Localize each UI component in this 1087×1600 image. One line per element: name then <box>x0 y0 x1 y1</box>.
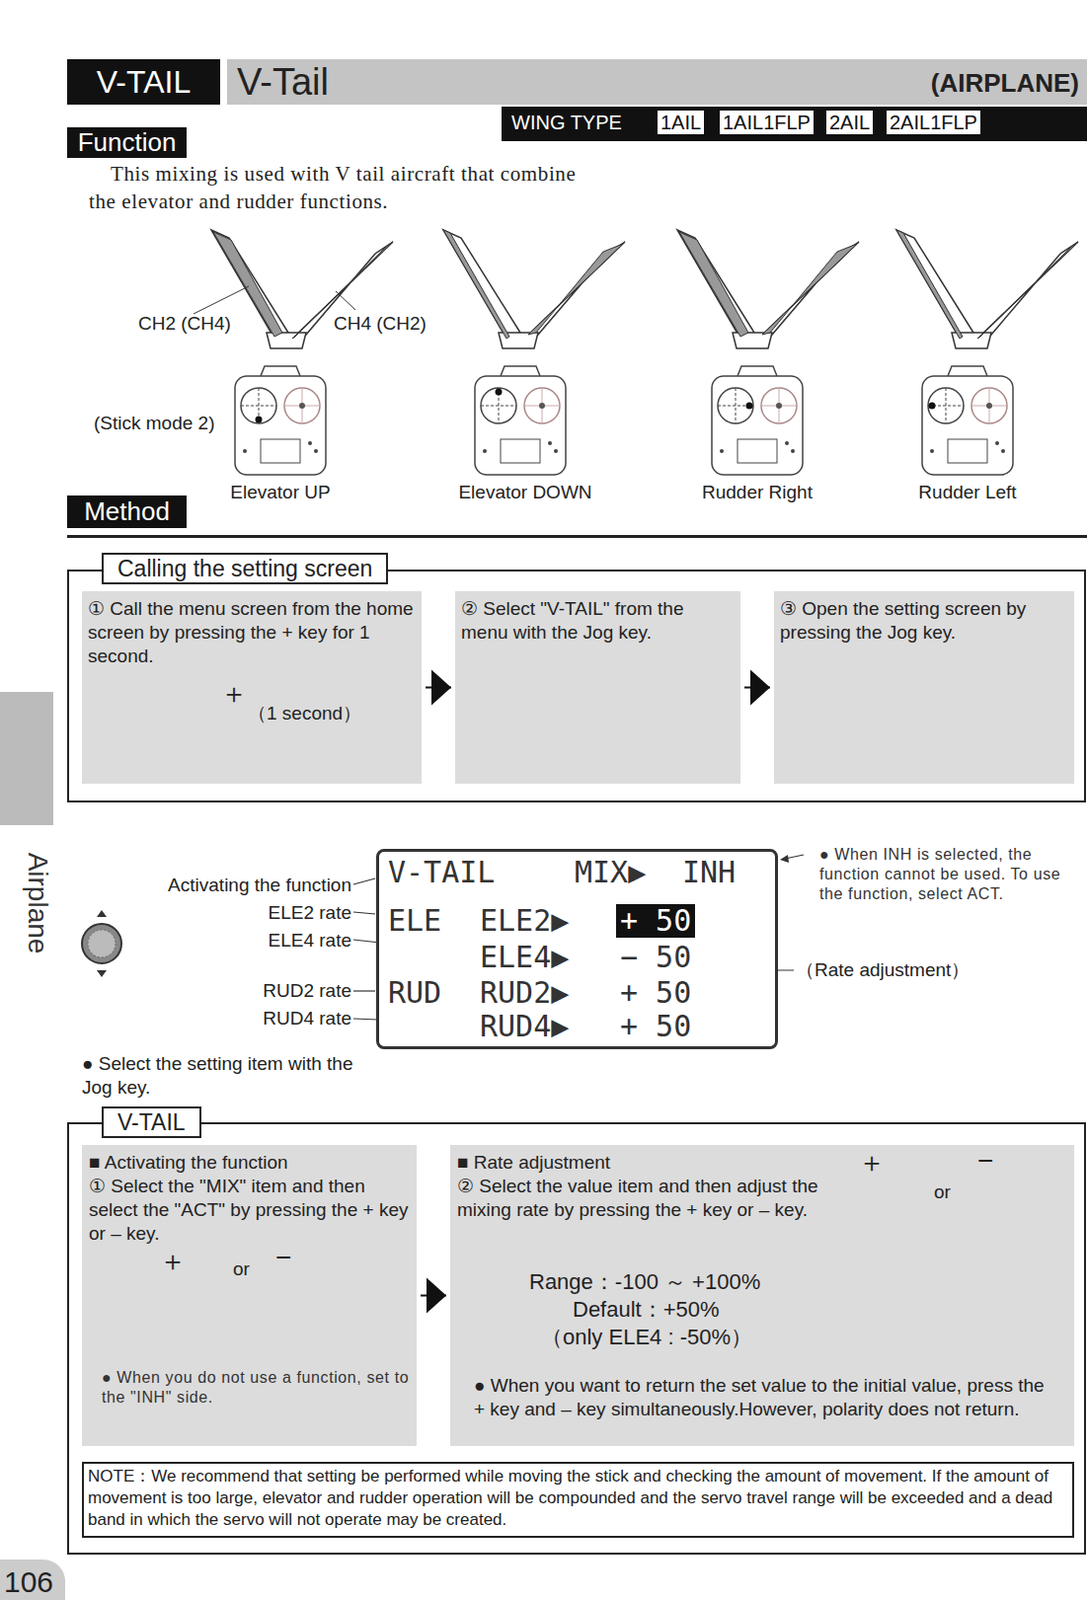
label: Elevator DOWN <box>441 480 610 505</box>
node-text: Default：+50% <box>572 1296 720 1324</box>
node-text: − 50 <box>620 940 692 975</box>
label: Airplane <box>20 853 56 955</box>
label: V-TAIL <box>67 59 221 105</box>
node-text: ● When you do not use a function, set to… <box>101 1368 410 1408</box>
node-text: ELE2▶ <box>479 904 569 938</box>
label: Rudder Right <box>678 480 837 505</box>
node-text: − <box>275 1243 292 1272</box>
node-text: ② Select "V-TAIL" from the menu with the… <box>461 597 734 645</box>
node-text: ① Select the "MIX" item and then select … <box>88 1174 411 1245</box>
label: CH2 (CH4) <box>138 311 232 336</box>
node-text: （only ELE4 : -50%） <box>541 1323 753 1352</box>
label: Rudder Left <box>888 480 1047 505</box>
page-title: V-Tail <box>236 59 329 105</box>
node-text: ELE <box>388 904 442 938</box>
node-text: ＋ <box>158 1247 187 1276</box>
label: 2AIL1FLP <box>885 109 982 136</box>
node-text: （1 second） <box>247 701 362 726</box>
label: (Stick mode 2) <box>93 411 215 436</box>
node-text: or <box>232 1257 250 1282</box>
node-text: + 50 <box>620 1009 692 1044</box>
node-text: ■ Activating the function <box>88 1151 411 1175</box>
label: WING TYPE <box>511 110 622 136</box>
step-panel: ② Select "V-TAIL" from the menu with the… <box>455 591 741 784</box>
step-panel: ① Call the menu screen from the home scr… <box>81 591 422 784</box>
node-text: RUD <box>388 976 442 1010</box>
label: ● Select the setting item with the Jog k… <box>81 1052 359 1100</box>
label: ELE4 rate <box>268 929 353 953</box>
node-text: RUD4▶ <box>479 1009 569 1044</box>
setting-panel: ■ Activating the function① Select the "M… <box>81 1145 417 1447</box>
node-text: INH <box>682 855 736 890</box>
node-text: RUD2▶ <box>479 976 569 1010</box>
label: Elevator UP <box>201 480 360 505</box>
node-text: or <box>933 1180 951 1205</box>
setting-panel: ■ Rate adjustment② Select the value item… <box>450 1145 1075 1447</box>
node-text: ＋ <box>857 1149 886 1177</box>
section-frame: V-TAIL■ Activating the function① Select … <box>67 1122 1087 1555</box>
step-arrow <box>744 670 771 706</box>
label: ● When INH is selected, the function can… <box>819 845 1083 905</box>
label: 106 <box>3 1563 54 1600</box>
node-text: Calling the setting screen <box>101 552 389 585</box>
node-text: V-TAIL <box>388 855 495 890</box>
step-arrow <box>425 670 452 706</box>
note-box: NOTE：We recommend that setting be perfor… <box>81 1462 1075 1539</box>
node-text: ● When you want to return the set value … <box>473 1374 1057 1422</box>
label: RUD2 rate <box>262 979 352 1004</box>
label: CH4 (CH2) <box>333 311 427 336</box>
label: ELE2 rate <box>268 901 353 926</box>
label: (AIRPLANE) <box>931 67 1080 100</box>
node-text: NOTE：We recommend that setting be perfor… <box>87 1466 1069 1532</box>
node-text: − <box>977 1147 994 1175</box>
node-text: Range：-100 ～ +100% <box>529 1268 761 1297</box>
node-text: ＋ <box>220 680 248 708</box>
label: Method <box>67 495 187 529</box>
label: 1AIL1FLP <box>718 109 815 136</box>
section-frame: Calling the setting screen① Call the men… <box>67 569 1087 803</box>
node-text: + 50 <box>616 904 696 938</box>
step-panel: ③ Open the setting screen by pressing th… <box>774 591 1075 784</box>
step-arrow <box>420 1278 447 1315</box>
node-text: ■ Rate adjustment <box>457 1151 853 1175</box>
node-text: ELE4▶ <box>479 940 569 975</box>
node-text: ③ Open the setting screen by pressing th… <box>779 597 1069 645</box>
node-text: ① Call the menu screen from the home scr… <box>87 597 418 668</box>
label: 2AIL <box>825 109 874 136</box>
label: Function <box>67 127 187 158</box>
node-text: MIX▶ <box>574 855 646 890</box>
node-text: ② Select the value item and then adjust … <box>457 1174 851 1223</box>
label: 1AIL <box>656 109 705 136</box>
label: This mixing is used with V tail aircraft… <box>88 159 583 217</box>
lcd-screen: V-TAIL MIX▶ INH ELE ELE2▶ + 50 ELE4▶ − 50 RUD RUD… <box>376 849 778 1050</box>
label: RUD4 rate <box>262 1007 352 1031</box>
node-text: + 50 <box>620 976 692 1010</box>
node-text: V-TAIL <box>101 1106 202 1139</box>
label: （Rate adjustment） <box>795 958 970 983</box>
label: Activating the function <box>167 873 352 898</box>
